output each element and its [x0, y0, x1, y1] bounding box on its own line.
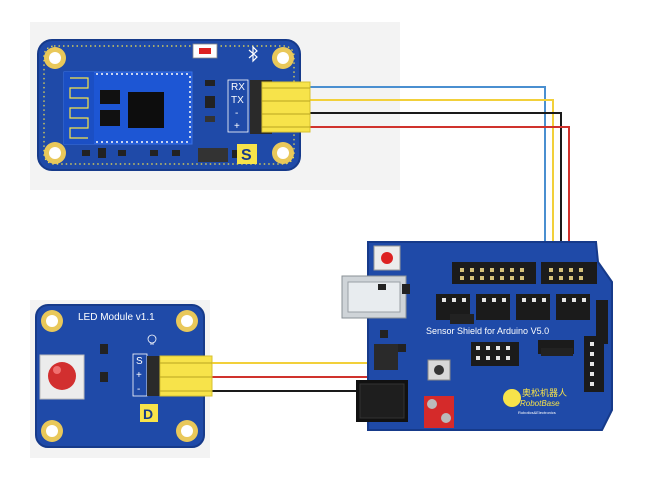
mount-hole-icon — [277, 147, 289, 159]
pin-label-s: S — [136, 356, 143, 367]
brand-logo-sub: Robotics&Electronics — [518, 410, 556, 415]
mount-hole-icon — [49, 147, 61, 159]
bluetooth-module: RX TX - + S — [37, 39, 311, 171]
pin-label-plus: + — [136, 370, 142, 381]
header-top-left — [452, 262, 536, 284]
led-module-title: LED Module v1.1 — [78, 312, 155, 323]
mount-hole-icon — [181, 425, 193, 437]
bluetooth-icon — [248, 45, 258, 63]
screw-icon — [441, 413, 451, 423]
shield-title: Sensor Shield for Arduino V5.0 — [426, 326, 549, 336]
brand-logo: 奥松机器人 RobotBase Robotics&Electronics — [503, 387, 567, 415]
smd-component — [198, 148, 228, 162]
smd-component — [205, 80, 215, 86]
pin-label-tx: TX — [231, 95, 244, 106]
smd-component — [205, 116, 215, 122]
sensor-shield: Sensor Shield for Arduino V5.0 奥松机器人 Rob… — [341, 241, 613, 431]
screw-icon — [427, 399, 437, 409]
bt-connector — [261, 81, 311, 133]
smd-component — [100, 344, 108, 354]
brand-logo-cn: 奥松机器人 — [522, 387, 567, 399]
pin-label-minus: - — [137, 384, 140, 395]
logo-letter: D — [143, 406, 153, 422]
bt-chip — [128, 92, 164, 128]
pin-label-gnd: - — [235, 108, 238, 119]
led-red-icon — [48, 362, 76, 390]
header-pads — [442, 298, 594, 386]
logo-badge — [237, 144, 257, 164]
smd-component — [232, 150, 238, 158]
antenna-trace-icon — [69, 77, 89, 139]
mount-hole-icon — [49, 52, 61, 64]
smd-component — [205, 96, 215, 108]
pin-label-vcc: + — [234, 121, 240, 132]
mount-hole-icon — [181, 315, 193, 327]
reset-button-cap — [199, 48, 211, 54]
usb-port-inner — [347, 281, 401, 313]
switch-knob-icon — [434, 365, 444, 375]
bt-dotted-border — [43, 45, 295, 165]
logo-badge — [140, 404, 158, 422]
smd-component — [398, 344, 406, 352]
header-pins — [460, 268, 583, 280]
smd-component — [150, 150, 158, 156]
mount-hole-icon — [46, 425, 58, 437]
wire-socket — [541, 348, 573, 356]
bt-chip-small — [100, 90, 120, 104]
smd-component — [380, 330, 388, 338]
smd-component — [374, 344, 398, 370]
led-connector — [159, 355, 213, 397]
reset-cap-icon — [381, 252, 393, 264]
led-bulb-icon — [147, 334, 157, 345]
wire-socket — [450, 314, 474, 324]
led-highlight — [53, 366, 61, 374]
brand-logo-icon — [503, 389, 521, 407]
smd-component — [402, 284, 410, 294]
header-top-right — [541, 262, 597, 284]
logo-letter: S — [241, 147, 252, 164]
brand-logo-en: RobotBase — [520, 399, 560, 408]
pin-label-box — [227, 79, 249, 133]
power-jack-front — [359, 383, 405, 419]
pin-label-rx: RX — [231, 82, 245, 93]
shield-board — [367, 241, 613, 431]
bt-chip-small — [100, 110, 120, 126]
smd-component — [100, 372, 108, 382]
smd-component — [118, 150, 126, 156]
smd-component — [98, 148, 106, 158]
led-module: LED Module v1.1 S + - D — [35, 304, 213, 448]
mount-hole-icon — [277, 52, 289, 64]
smd-component — [172, 150, 180, 156]
smd-component — [82, 150, 90, 156]
smd-component — [378, 284, 386, 290]
mount-hole-icon — [46, 315, 58, 327]
